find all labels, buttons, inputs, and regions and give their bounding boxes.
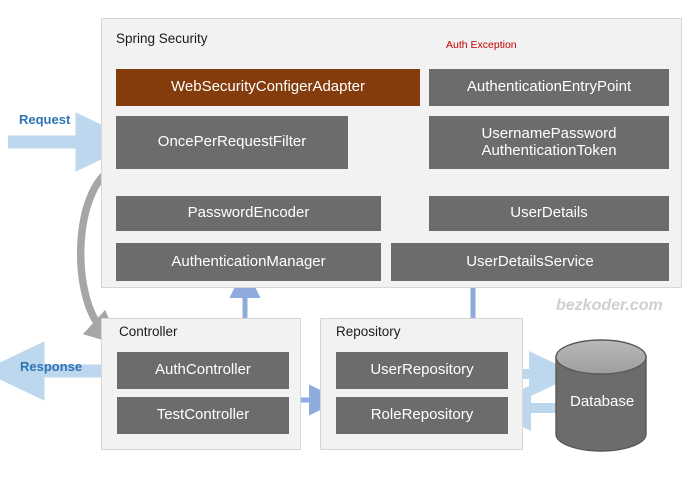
watermark-bezkoder: bezkoder.com bbox=[556, 297, 663, 314]
node-role-repository[interactable]: RoleRepository bbox=[336, 397, 508, 434]
node-auth-controller[interactable]: AuthController bbox=[117, 352, 289, 389]
group-title-controller: Controller bbox=[119, 324, 178, 339]
node-username-password-authentication-token[interactable]: UsernamePassword AuthenticationToken bbox=[429, 116, 669, 169]
group-title-repository: Repository bbox=[336, 324, 401, 339]
node-once-per-request-filter[interactable]: OncePerRequestFilter bbox=[116, 116, 348, 169]
node-authentication-manager[interactable]: AuthenticationManager bbox=[116, 243, 381, 281]
database-label: Database bbox=[570, 393, 635, 410]
token-line-1: UsernamePassword bbox=[481, 124, 617, 142]
request-label: Request bbox=[19, 112, 71, 127]
node-authentication-entry-point[interactable]: AuthenticationEntryPoint bbox=[429, 69, 669, 106]
node-user-repository[interactable]: UserRepository bbox=[336, 352, 508, 389]
group-title-spring-security: Spring Security bbox=[116, 31, 208, 46]
node-test-controller[interactable]: TestController bbox=[117, 397, 289, 434]
node-web-security-configer-adapter[interactable]: WebSecurityConfigerAdapter bbox=[116, 69, 420, 106]
node-user-details[interactable]: UserDetails bbox=[429, 196, 669, 231]
auth-exception-label: Auth Exception bbox=[446, 39, 517, 51]
node-password-encoder[interactable]: PasswordEncoder bbox=[116, 196, 381, 231]
token-line-2: AuthenticationToken bbox=[481, 141, 617, 159]
response-label: Response bbox=[20, 359, 83, 374]
node-user-details-service[interactable]: UserDetailsService bbox=[391, 243, 669, 281]
